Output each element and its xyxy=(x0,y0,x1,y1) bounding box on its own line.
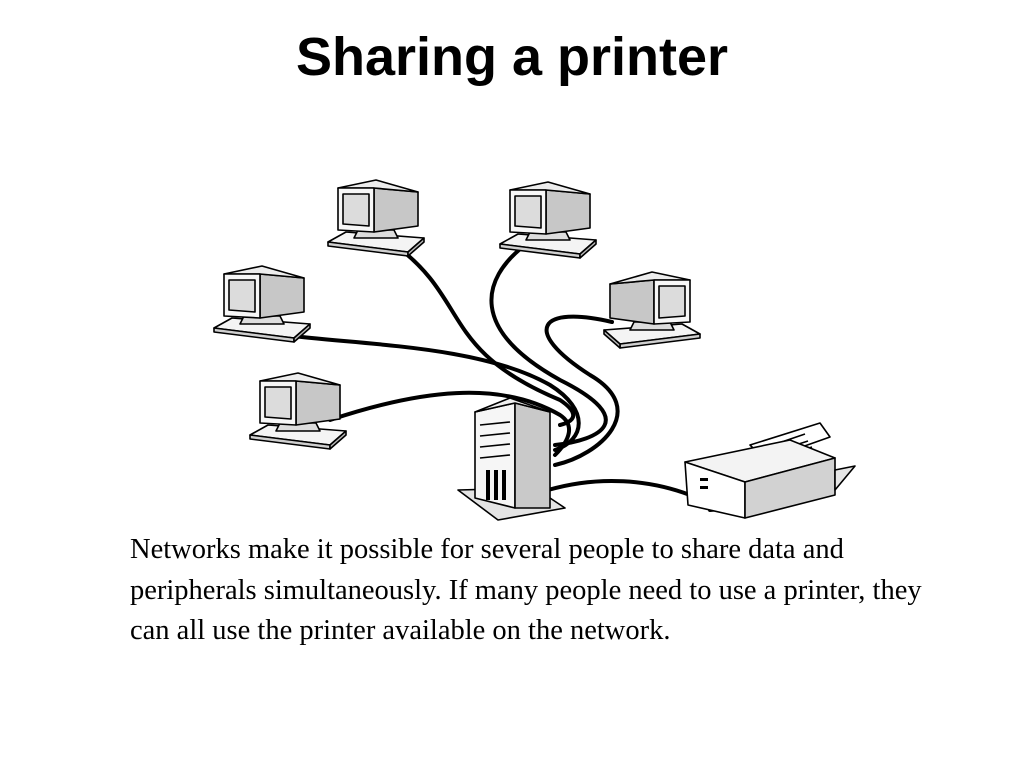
printer-icon xyxy=(684,422,856,519)
computer-icon-left-lower xyxy=(249,372,347,450)
cable-top-middle xyxy=(489,243,608,447)
cable-top-left xyxy=(393,243,576,427)
server-icon xyxy=(457,397,566,521)
computer-icon-right xyxy=(603,271,701,349)
cable-left-upper xyxy=(283,333,581,452)
cable-left-lower xyxy=(328,390,571,457)
slide-title: Sharing a printer xyxy=(295,27,729,87)
slide-body-text: Networks make it possible for several pe… xyxy=(130,534,922,647)
computer-icon-top-left xyxy=(327,179,425,257)
cable-right xyxy=(544,314,620,467)
computer-icon-left-upper xyxy=(213,265,311,343)
computer-icon-top-middle xyxy=(499,181,597,259)
